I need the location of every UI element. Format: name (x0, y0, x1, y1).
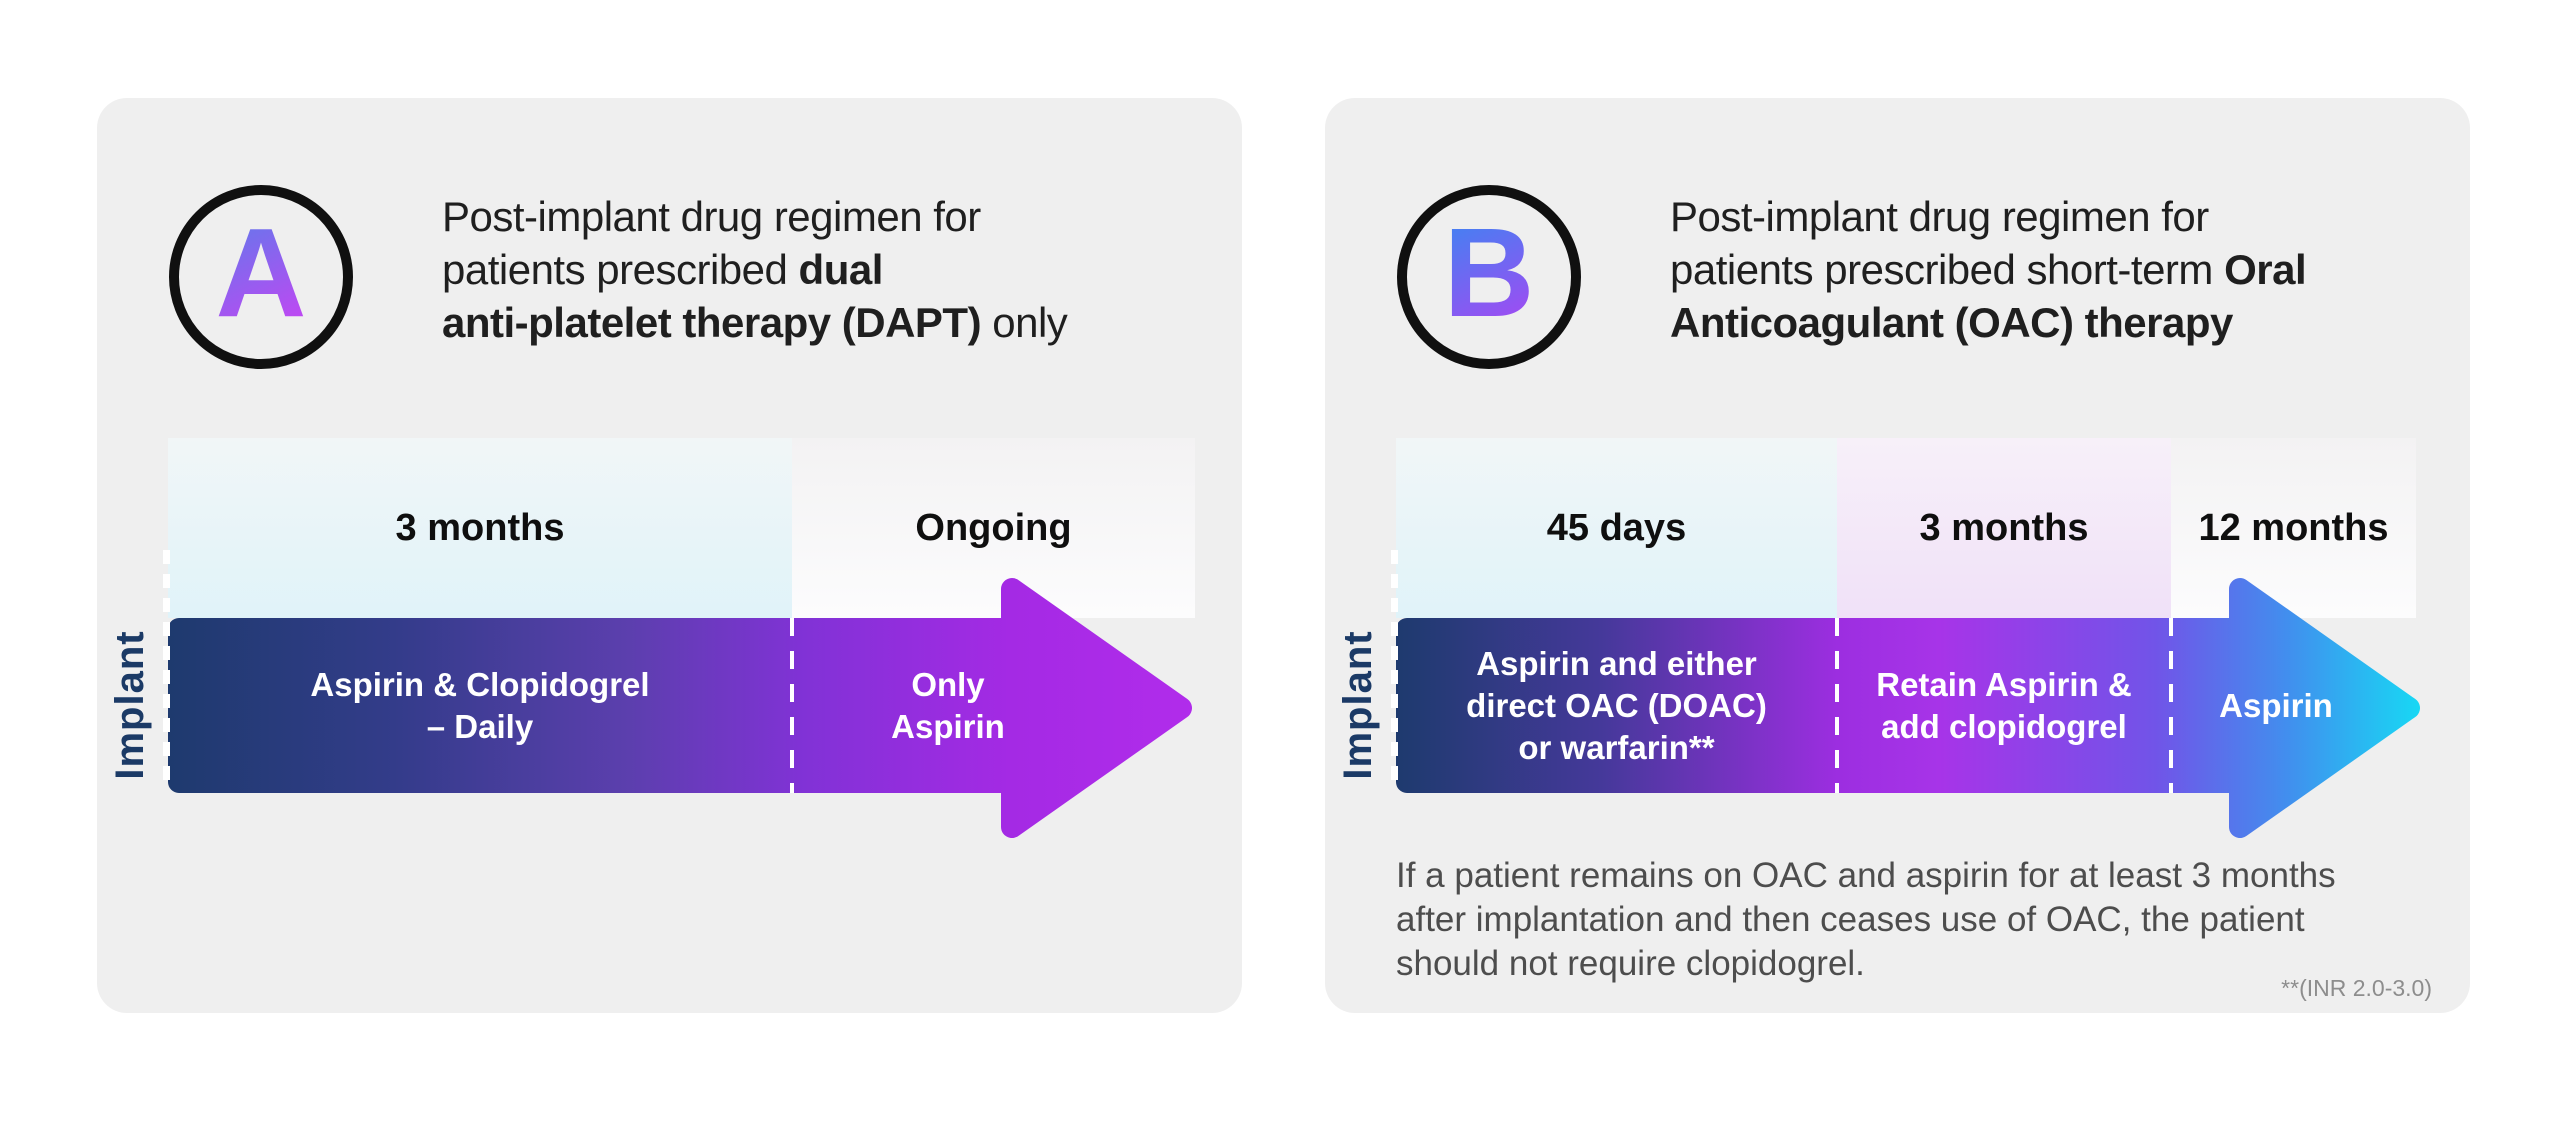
oac-footnote: If a patient remains on OAC and aspirin … (1396, 854, 2336, 986)
implant-axis-label: Implant (108, 630, 152, 780)
panel-a-title-line1: Post-implant drug regimen for (442, 193, 981, 240)
segment-regimen-aspirin: Aspirin (2171, 618, 2381, 793)
panel-b-card: B Post-implant drug regimen for patients… (1325, 98, 2470, 1013)
segment-regimen-clopidogrel: Retain Aspirin & add clopidogrel (1837, 618, 2171, 793)
badge-a-circle: A (169, 185, 353, 369)
segment-text-line: Aspirin (891, 707, 1005, 745)
panel-a-title-line3: anti-platelet therapy (DAPT) only (442, 299, 1068, 346)
panel-a-title: Post-implant drug regimen for patients p… (442, 190, 1068, 349)
panel-b-title-line1: Post-implant drug regimen for (1670, 193, 2209, 240)
duration-block-3-months: 3 months (168, 438, 792, 618)
segment-text-line: or warfarin** (1518, 728, 1715, 766)
duration-label: 12 months (2198, 506, 2389, 549)
segment-divider-dashed-line (790, 618, 794, 793)
segment-divider-dashed-line (2169, 618, 2173, 793)
inr-range-note: **(INR 2.0-3.0) (2281, 975, 2432, 1001)
duration-block-12-months: 12 months (2171, 438, 2416, 618)
segment-regimen-dapt: Aspirin & Clopidogrel – Daily (168, 618, 792, 793)
implant-axis-label: Implant (1336, 630, 1380, 780)
implant-dashed-line (163, 550, 170, 790)
segment-text-line: Aspirin & Clopidogrel (310, 665, 650, 703)
implant-dashed-line (1391, 550, 1398, 790)
duration-label: 3 months (395, 506, 565, 549)
duration-label: 45 days (1546, 506, 1687, 549)
footnote-line: should not require clopidogrel. (1396, 944, 1865, 983)
footnote-line: If a patient remains on OAC and aspirin … (1396, 856, 2336, 895)
badge-b-circle: B (1397, 185, 1581, 369)
duration-block-3-months: 3 months (1837, 438, 2171, 618)
panel-b-title-line2: patients prescribed short-term Oral (1670, 246, 2307, 293)
segment-text-line: Retain Aspirin & (1876, 665, 2132, 703)
segment-text-line: direct OAC (DOAC) (1466, 686, 1767, 724)
arrow-shape (1396, 578, 2420, 838)
segment-divider-dashed-line (1835, 618, 1839, 793)
duration-label: 3 months (1919, 506, 2089, 549)
segment-text-line: Aspirin and either (1476, 644, 1757, 682)
footnote-line: after implantation and then ceases use o… (1396, 900, 2305, 939)
timeline-arrow-b (1396, 578, 2420, 838)
segment-text-line: – Daily (426, 707, 534, 745)
duration-label: Ongoing (915, 506, 1072, 549)
arrow-shape (168, 578, 1192, 838)
panel-b-title-line3: Anticoagulant (OAC) therapy (1670, 299, 2233, 346)
panel-a-card: A Post-implant drug regimen for patients… (97, 98, 1242, 1013)
duration-block-45-days: 45 days (1396, 438, 1837, 618)
badge-b-letter: B (1443, 202, 1535, 343)
duration-block-ongoing: Ongoing (792, 438, 1195, 618)
badge-a-letter: A (215, 202, 307, 343)
panel-a-title-line2: patients prescribed dual (442, 246, 883, 293)
segment-regimen-oac: Aspirin and either direct OAC (DOAC) or … (1396, 618, 1837, 793)
segment-text-line: Only (911, 665, 985, 703)
panel-b-title: Post-implant drug regimen for patients p… (1670, 190, 2307, 349)
segment-regimen-only-aspirin: Only Aspirin (792, 618, 1104, 793)
segment-text-line: Aspirin (2219, 686, 2333, 724)
timeline-arrow-a (168, 578, 1192, 838)
segment-text-line: add clopidogrel (1881, 707, 2127, 745)
